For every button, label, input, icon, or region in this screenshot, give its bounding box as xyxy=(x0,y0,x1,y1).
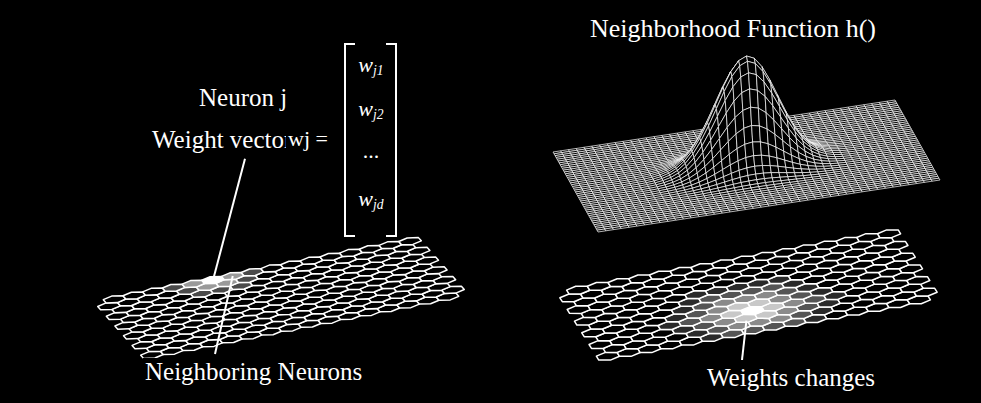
weight-change-grid-cell xyxy=(587,282,610,290)
weight-change-grid-cell xyxy=(691,264,714,272)
neuron-grid-cell xyxy=(399,238,422,245)
mesh-facet xyxy=(777,158,786,167)
neuron-grid-cell xyxy=(143,288,166,295)
mesh-facet xyxy=(768,144,777,158)
weight-change-grid-cell xyxy=(877,230,900,238)
neuron-grid-cell xyxy=(98,303,121,310)
neuron-grid-cell xyxy=(261,265,284,272)
weight-change-grid-cell xyxy=(712,260,735,268)
neuron-grid-cell xyxy=(182,280,205,287)
neuron-grid-cell xyxy=(379,242,402,249)
weight-change-grid-cell xyxy=(732,256,755,264)
gaussian-mesh xyxy=(553,56,940,232)
mesh-facet xyxy=(755,166,764,175)
neuron-grid-cell xyxy=(241,269,264,276)
neuron-grid-cell xyxy=(359,245,382,252)
mesh-facet xyxy=(761,155,770,165)
weight-change-grid xyxy=(560,230,937,360)
mesh-facet xyxy=(753,142,762,156)
neuron-grid-cell xyxy=(162,284,185,291)
mesh-facet xyxy=(752,126,761,142)
weight-change-grid-cell xyxy=(774,249,797,257)
neuron-grid-cell xyxy=(300,257,323,264)
weight-change-grid-cell xyxy=(815,241,838,249)
neuron-grid-cell xyxy=(281,261,304,268)
mesh-facet xyxy=(744,126,753,145)
neuron-grid-cell xyxy=(123,292,146,299)
weight-change-grid-cell xyxy=(649,271,672,279)
neuron-grid-cell xyxy=(103,296,126,303)
neuron-grid-cell xyxy=(132,342,155,349)
mesh-facet xyxy=(815,163,824,166)
weight-change-grid-cell xyxy=(596,352,619,360)
weight-change-grid-cell xyxy=(753,252,776,260)
mesh-facet xyxy=(750,89,759,108)
mesh-facet xyxy=(800,164,809,169)
neuron-grid-cell xyxy=(106,312,129,319)
mesh-facet xyxy=(745,142,754,158)
mesh-facet xyxy=(743,107,752,128)
weight-change-grid-cell xyxy=(582,329,605,337)
neuron-grid xyxy=(98,238,465,359)
neuron-grid-cell xyxy=(320,253,343,260)
weight-change-grid-cell xyxy=(560,294,583,302)
mesh-facet xyxy=(751,107,760,126)
weight-change-grid-cell xyxy=(857,234,880,242)
weight-change-grid-cell xyxy=(589,341,612,349)
neuron-grid-cell xyxy=(124,332,147,339)
weight-change-grid-cell xyxy=(670,267,693,275)
weight-change-grid-cell xyxy=(836,237,859,245)
weight-change-grid-cell xyxy=(608,279,631,287)
mesh-facet xyxy=(742,89,751,111)
mesh-facet xyxy=(759,126,768,144)
weight-change-grid-cell xyxy=(795,245,818,253)
mesh-facet xyxy=(754,155,763,166)
weight-change-grid-cell xyxy=(574,317,597,325)
mesh-facet xyxy=(746,156,755,168)
weight-change-grid-cell xyxy=(567,286,590,294)
mesh-facet xyxy=(762,166,771,174)
weight-change-grid-cell xyxy=(567,306,590,314)
neuron-grid-cell xyxy=(115,322,138,329)
mesh-facet xyxy=(769,156,778,166)
weight-change-grid-cell xyxy=(629,275,652,283)
neuron-grid-cell xyxy=(340,249,363,256)
mesh-facet xyxy=(770,166,779,173)
